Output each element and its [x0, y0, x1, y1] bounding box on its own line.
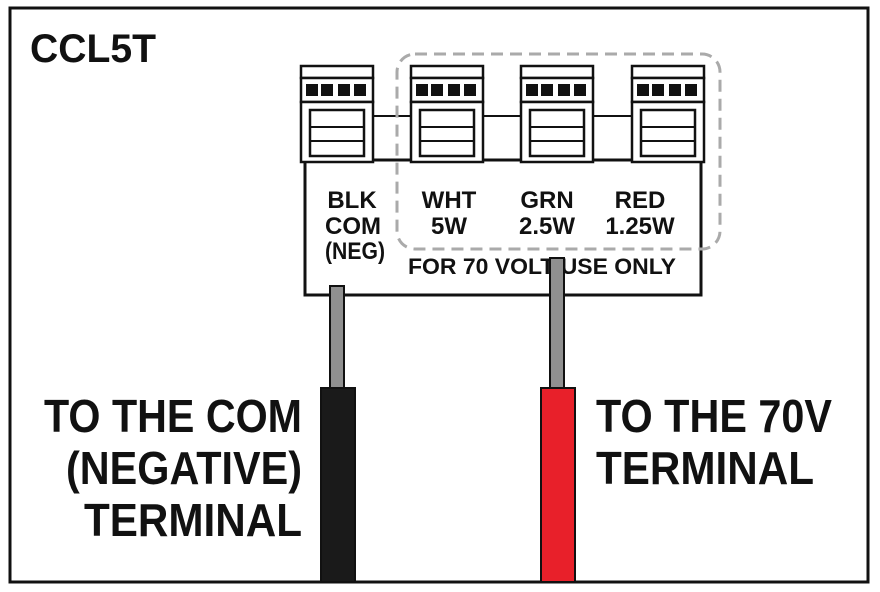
terminal-blocks — [299, 64, 706, 164]
tap-group-outline — [395, 52, 722, 251]
terminal-screw-tab — [321, 84, 333, 96]
v70-wire-label: TO THE 70V TERMINAL — [596, 390, 832, 494]
com-wire-label-line-2: (NEGATIVE) — [66, 442, 302, 494]
terminal-block-cap — [299, 64, 375, 80]
terminal-screw-tab — [637, 84, 649, 96]
terminal-block-red — [630, 64, 706, 164]
terminal-block-blk — [299, 64, 375, 164]
terminal-block-cap — [519, 64, 595, 80]
terminal-label-grn-code: GRN — [520, 187, 573, 214]
com-wire — [320, 387, 356, 583]
v70-wire-lead — [549, 257, 565, 391]
com-wire-lead — [329, 285, 345, 391]
terminal-block-window — [418, 108, 476, 158]
terminal-label-wht-power: 5W — [431, 213, 467, 240]
terminal-block-grn — [519, 64, 595, 164]
terminal-label-wht-code: WHT — [422, 187, 477, 214]
terminal-screw-tab — [448, 84, 460, 96]
terminal-screw-tab — [526, 84, 538, 96]
terminal-label-blk-com: COM — [325, 213, 381, 240]
terminal-block-wht — [409, 64, 485, 164]
model-title: CCL5T — [30, 27, 156, 71]
terminal-block-window — [308, 108, 366, 158]
com-wire-label: TO THE COM (NEGATIVE) TERMINAL — [44, 390, 302, 546]
terminal-block-window — [639, 108, 697, 158]
usage-note: FOR 70 VOLT USE ONLY — [408, 254, 676, 279]
com-wire-label-line-3: TERMINAL — [84, 494, 302, 546]
terminal-labels: BLK COM (NEG) WHT 5W GRN 2.5W RED 1.25W — [325, 187, 675, 265]
v70-wire — [540, 387, 576, 583]
v70-wire-label-line-1: TO THE 70V — [596, 390, 832, 442]
v70-wire-label-line-2: TERMINAL — [596, 442, 814, 494]
terminal-block-window — [528, 108, 586, 158]
terminal-screw-tab — [652, 84, 664, 96]
terminal-screw-tab — [669, 84, 681, 96]
terminal-label-red-power: 1.25W — [605, 213, 675, 240]
terminal-screw-tab — [416, 84, 428, 96]
terminal-screw-tab — [354, 84, 366, 96]
terminal-block-cap — [630, 64, 706, 80]
terminal-label-red-code: RED — [615, 187, 666, 214]
terminal-screw-tab — [685, 84, 697, 96]
terminal-screw-tab — [431, 84, 443, 96]
terminal-block-cap — [409, 64, 485, 80]
terminal-label-blk-code: BLK — [327, 187, 377, 214]
terminal-screw-tab — [464, 84, 476, 96]
terminal-screw-tab — [338, 84, 350, 96]
terminal-label-grn-power: 2.5W — [519, 213, 575, 240]
terminal-screw-tab — [541, 84, 553, 96]
terminal-screw-tab — [574, 84, 586, 96]
terminal-label-blk-neg: (NEG) — [325, 238, 385, 265]
terminal-body — [303, 158, 703, 297]
terminal-screw-tab — [306, 84, 318, 96]
com-wire-label-line-1: TO THE COM — [44, 390, 302, 442]
terminal-screw-tab — [558, 84, 570, 96]
